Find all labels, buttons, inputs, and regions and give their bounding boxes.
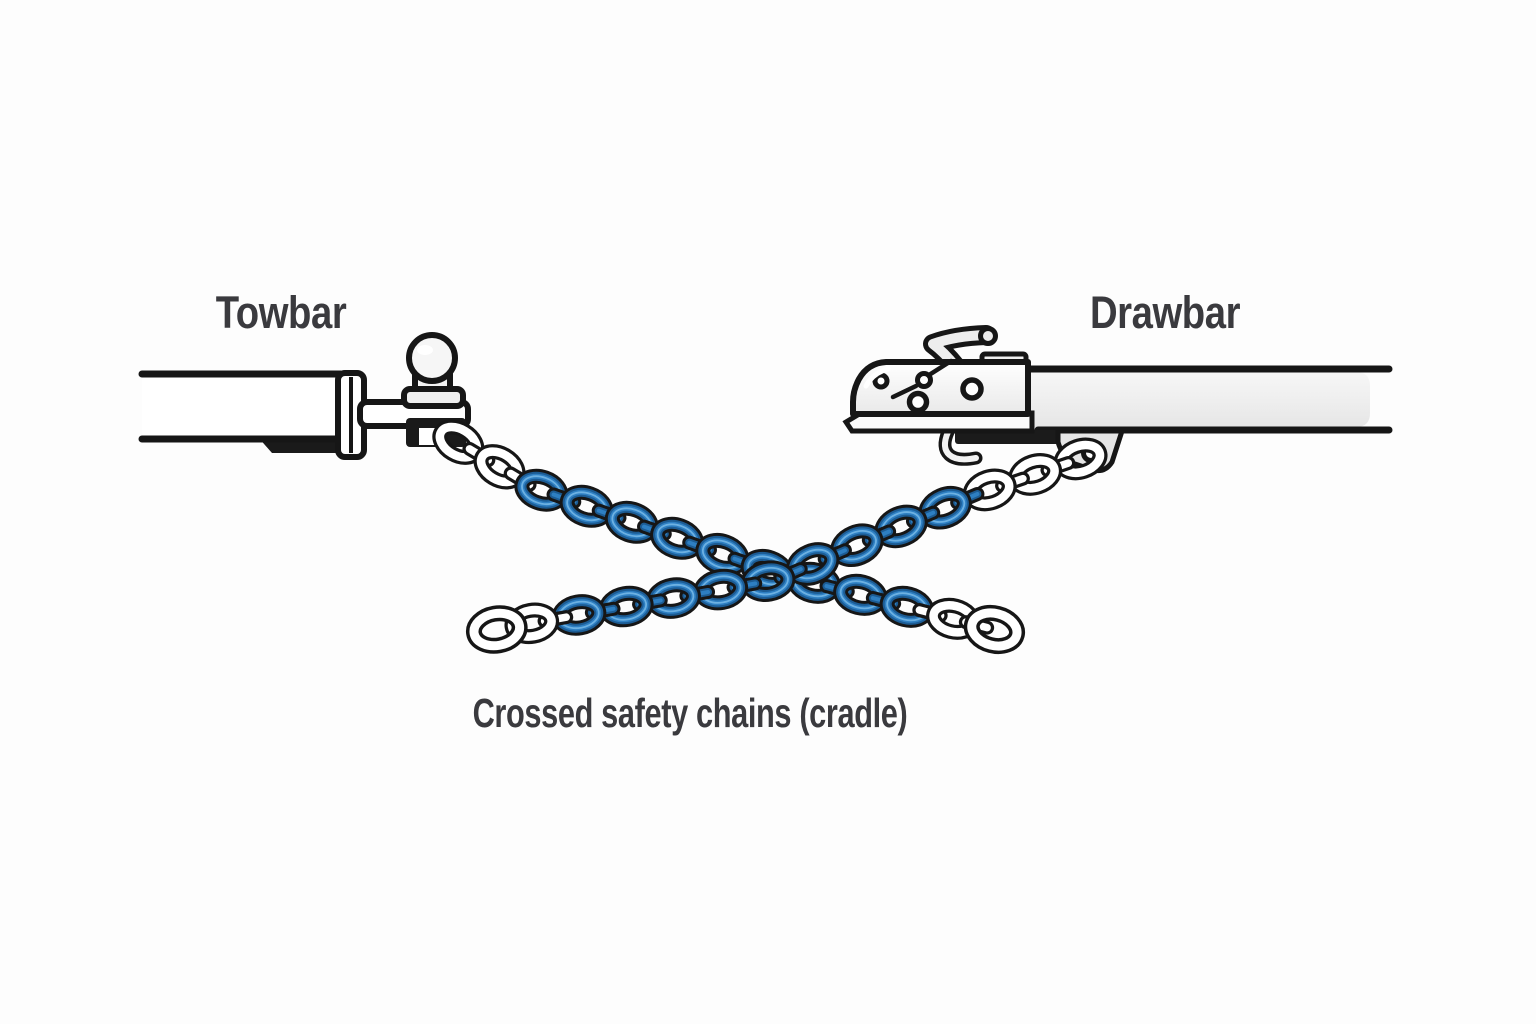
coupler-hole-2	[915, 371, 933, 389]
towbar-assembly	[138, 332, 471, 460]
coupler-handle-base-line	[926, 358, 954, 378]
tow-ball-highlight	[417, 345, 433, 355]
coupler-handle-knob	[978, 326, 998, 346]
tow-ball-collar	[401, 386, 466, 409]
coupler-hole-3	[960, 377, 984, 401]
towbar-label: Towbar	[215, 287, 347, 338]
coupler-nose-highlight	[863, 366, 891, 389]
coupler-body	[850, 359, 1031, 417]
tow-ball	[406, 332, 458, 384]
safety-chain-left	[432, 419, 1026, 655]
safety-chain-right	[465, 437, 1108, 654]
drawbar-beam	[1028, 372, 1370, 427]
coupler-crease-line	[890, 383, 919, 400]
coupler-hole-4	[906, 390, 930, 414]
drawbar-label: Drawbar	[1089, 287, 1241, 338]
drawbar-assembly	[842, 325, 1393, 474]
chain-hook	[942, 429, 979, 463]
towbar-tube	[142, 377, 342, 437]
coupler-hole-1	[872, 372, 890, 390]
diagram-caption: Crossed safety chains (cradle)	[472, 690, 908, 736]
coupler-handle	[928, 330, 991, 372]
chain-end-ring	[963, 604, 1026, 655]
chain-end-ring	[465, 605, 528, 654]
